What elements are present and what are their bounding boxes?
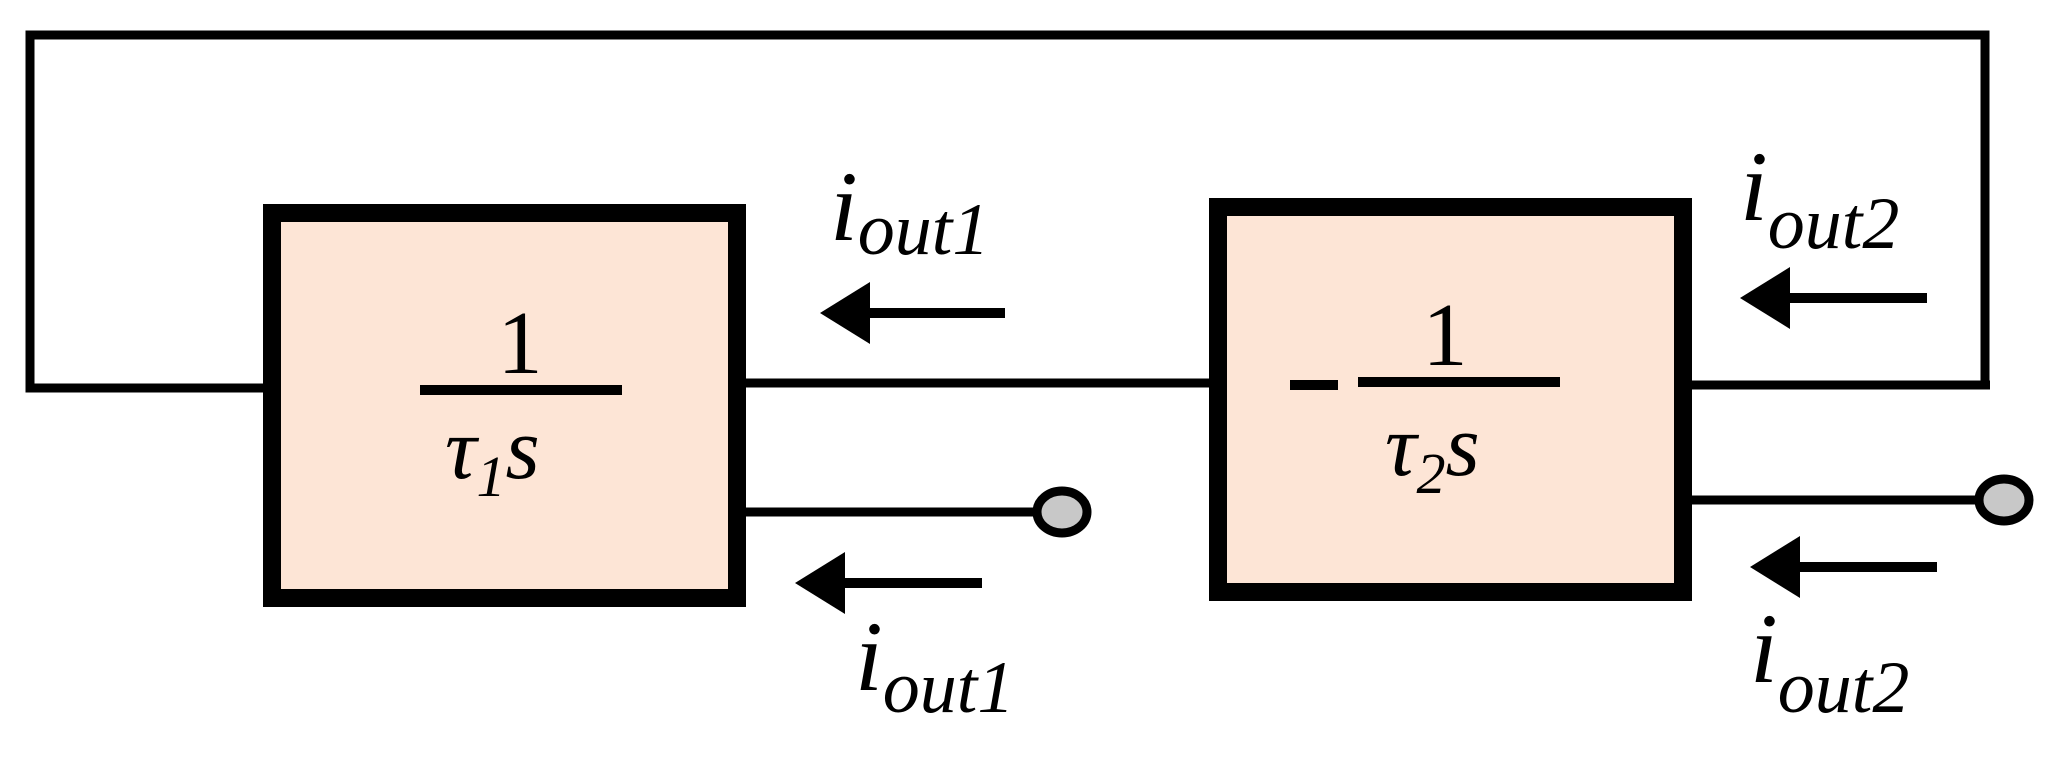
label-iout2-bottom: iout2 bbox=[1750, 593, 1909, 729]
block2-denominator: τ2s bbox=[1385, 398, 1480, 506]
label-iout2-top: iout2 bbox=[1740, 131, 1899, 265]
label-iout1-bottom: iout1 bbox=[855, 601, 1014, 729]
block1-tau-subscript: 1 bbox=[477, 444, 506, 509]
integrator-block-2 bbox=[1209, 198, 1692, 601]
block1-s: s bbox=[506, 401, 540, 498]
block2-numerator: 1 bbox=[1423, 286, 1468, 385]
block2-tau: τ bbox=[1385, 398, 1420, 495]
block1-denominator: τ1s bbox=[445, 401, 540, 509]
block1-tau: τ bbox=[445, 401, 480, 498]
terminal-out2 bbox=[1974, 474, 2034, 526]
integrator-block-1 bbox=[263, 204, 746, 607]
terminal-out1 bbox=[1032, 486, 1092, 538]
arrow-out1-top bbox=[820, 282, 1005, 344]
arrow-out2-top bbox=[1740, 267, 1927, 329]
block2-tau-subscript: 2 bbox=[1417, 441, 1446, 506]
feedback-loop-wire bbox=[25, 30, 1990, 393]
label-iout1-top: iout1 bbox=[830, 151, 989, 271]
arrow-out2-bottom bbox=[1750, 536, 1937, 598]
block1-numerator: 1 bbox=[498, 294, 543, 393]
block2-s: s bbox=[1446, 398, 1480, 495]
arrow-out1-bottom bbox=[795, 552, 982, 614]
